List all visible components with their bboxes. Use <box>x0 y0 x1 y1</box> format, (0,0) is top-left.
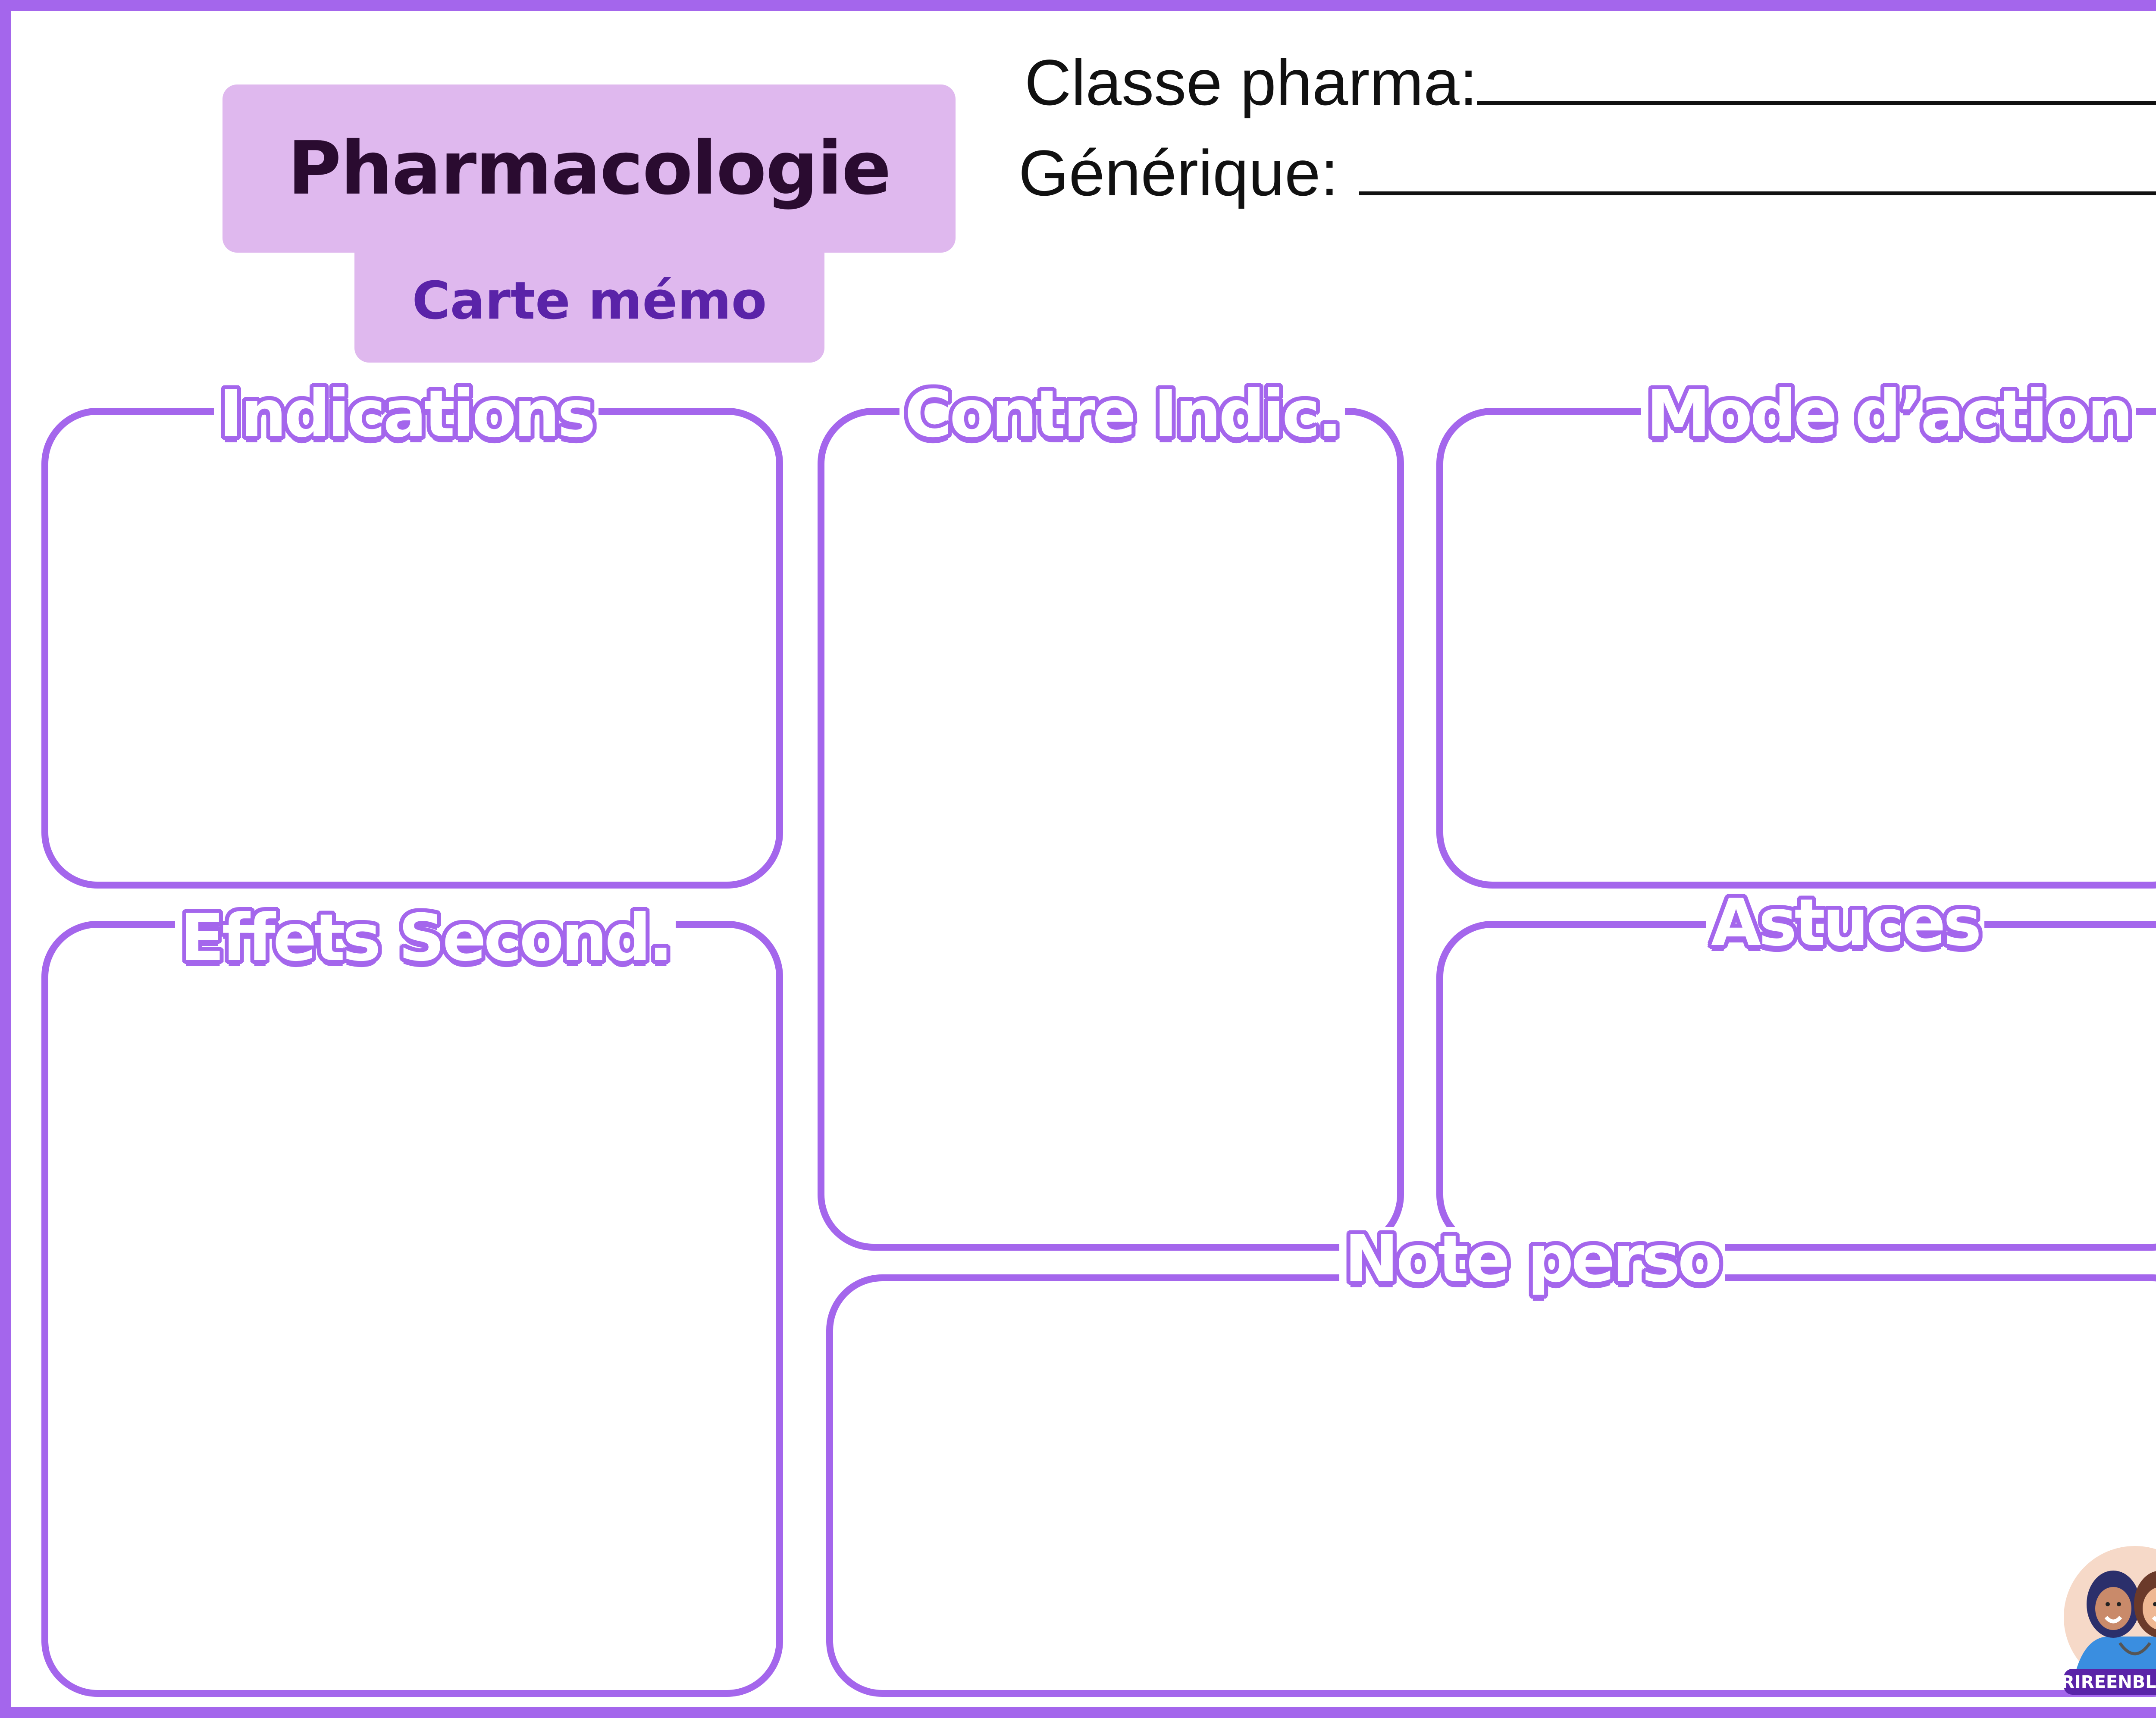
note-perso-label: Note perso <box>1339 1227 1725 1292</box>
subtitle-tab: Carte mémo <box>354 240 824 363</box>
contre-indic-box[interactable] <box>818 408 1404 1251</box>
effets-second-label: Effets Second. <box>175 906 676 970</box>
contre-indic-label: Contre Indic. <box>899 382 1345 447</box>
effets-second-box[interactable] <box>41 921 783 1697</box>
rireenblouse-logo: RIREENBLOUSE <box>2061 1546 2156 1695</box>
classe-pharma-field[interactable]: Classe pharma: <box>1025 50 2156 115</box>
generique-label: Générique: <box>1018 137 1339 209</box>
generique-field[interactable]: Générique: <box>1018 141 2156 205</box>
mode-action-label: Mode d’action <box>1641 382 2136 447</box>
generique-blank[interactable] <box>1359 191 2156 195</box>
mode-action-box[interactable] <box>1436 408 2156 889</box>
astuces-box[interactable] <box>1436 921 2156 1251</box>
indications-box[interactable] <box>41 408 783 889</box>
title-banner: Pharmacologie <box>222 84 956 253</box>
classe-pharma-label: Classe pharma: <box>1025 46 1478 119</box>
indications-label: Indications <box>214 382 599 447</box>
page-title: Pharmacologie <box>288 126 891 211</box>
classe-pharma-blank[interactable] <box>1477 101 2156 105</box>
logo-text: RIREENBLOUSE <box>2061 1672 2156 1692</box>
astuces-label: Astuces <box>1706 891 1984 955</box>
note-perso-box[interactable] <box>826 1274 2156 1697</box>
page-subtitle: Carte mémo <box>412 271 767 331</box>
